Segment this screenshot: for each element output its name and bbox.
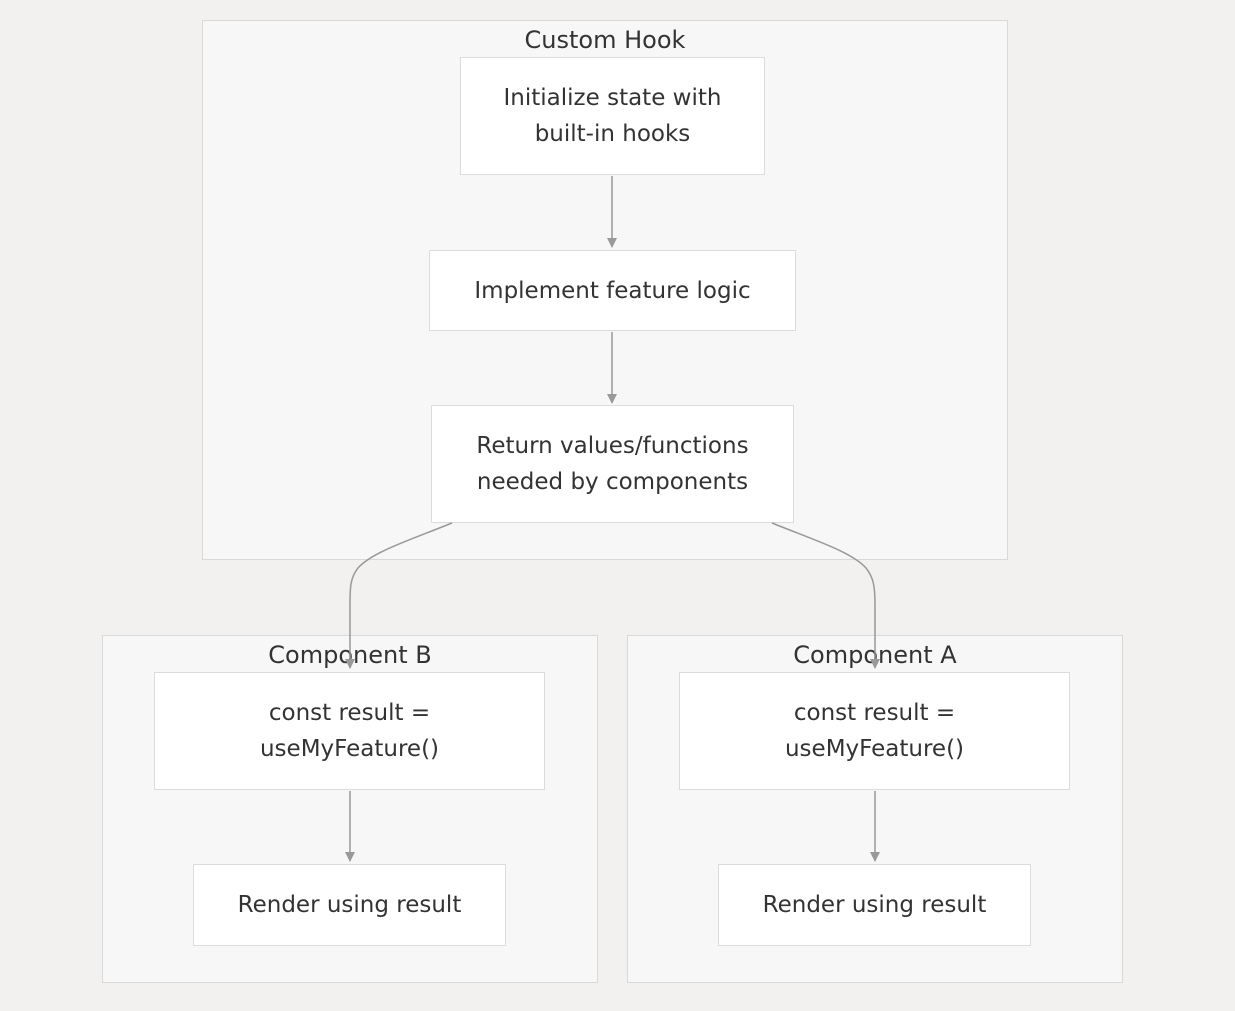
component-b-const-node: const result = useMyFeature() — [154, 672, 545, 790]
component-a-const-node: const result = useMyFeature() — [679, 672, 1070, 790]
component-b-title: Component B — [268, 641, 432, 669]
return-values-node: Return values/functions needed by compon… — [431, 405, 794, 523]
component-a-title: Component A — [793, 641, 957, 669]
init-state-node: Initialize state with built-in hooks — [460, 57, 765, 175]
custom-hook-title: Custom Hook — [524, 26, 686, 54]
component-a-render-node: Render using result — [718, 864, 1031, 946]
component-b-render-node: Render using result — [193, 864, 506, 946]
feature-logic-node: Implement feature logic — [429, 250, 796, 331]
